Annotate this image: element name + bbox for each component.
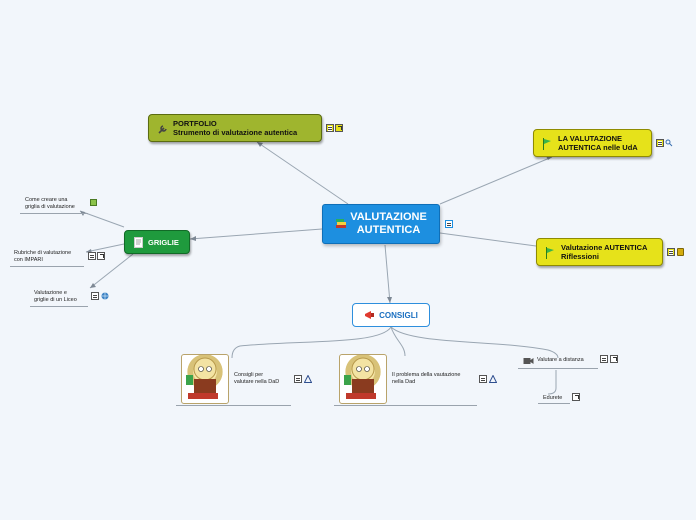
portfolio-topic[interactable]: PORTFOLIO Strumento di valutazione auten… <box>148 114 322 142</box>
notes-icon[interactable] <box>91 292 99 300</box>
edurete-label: Edurete <box>543 395 563 401</box>
leaf-underline <box>334 405 477 406</box>
leaf-line2: nella Dad <box>392 379 416 385</box>
reader-illustration <box>186 357 218 399</box>
leaf-underline <box>20 213 88 214</box>
megaphone-icon <box>365 311 375 319</box>
riflessioni-line2: Riflessioni <box>561 252 599 261</box>
flag-icon <box>543 138 551 150</box>
attachment-icon[interactable] <box>677 248 684 256</box>
leaf-line1: Come creare una <box>25 197 68 203</box>
edurete-leaf[interactable]: Edurete <box>543 395 573 402</box>
riflessioni-line1: Valutazione AUTENTICA <box>561 243 648 252</box>
books-icon <box>336 219 347 228</box>
consigli-label: CONSIGLI <box>379 310 418 320</box>
leaf-underline <box>10 266 84 267</box>
notes-icon[interactable] <box>445 220 453 228</box>
link-icon[interactable] <box>335 124 343 132</box>
griglie-child-2[interactable]: Rubriche di valutazione con IMPARI <box>14 250 84 264</box>
notes-icon[interactable] <box>294 375 302 383</box>
globe-icon[interactable] <box>101 292 109 300</box>
uda-topic[interactable]: LA VALUTAZIONE AUTENTICA nelle UdA <box>533 129 652 157</box>
search-link-icon[interactable] <box>665 139 673 147</box>
link-icon[interactable] <box>97 252 105 260</box>
uda-line2: AUTENTICA nelle UdA <box>558 143 638 152</box>
notes-icon[interactable] <box>326 124 334 132</box>
document-icon <box>134 237 143 248</box>
triangle-link-icon[interactable] <box>489 375 497 383</box>
leaf-underline <box>518 368 598 369</box>
riflessioni-topic[interactable]: Valutazione AUTENTICA Riflessioni <box>536 238 663 266</box>
griglie-topic[interactable]: GRIGLIE <box>124 230 190 254</box>
consigli-child-3[interactable]: Valutare a distanza <box>537 357 601 364</box>
notes-icon[interactable] <box>479 375 487 383</box>
griglie-child-1[interactable]: Come creare una griglia di valutazione <box>25 197 91 211</box>
link-icon[interactable] <box>610 355 618 363</box>
reader-illustration <box>344 357 376 399</box>
consigli-child-1[interactable]: Consigli per valutare nella DaD <box>234 372 294 386</box>
portfolio-line1: PORTFOLIO <box>173 119 217 128</box>
leaf-underline <box>538 403 570 404</box>
griglie-child-3[interactable]: Valutazione e griglie di un Liceo <box>34 290 90 304</box>
notes-icon[interactable] <box>88 252 96 260</box>
leaf-line2: griglia di valutazione <box>25 204 75 210</box>
triangle-link-icon[interactable] <box>304 375 312 383</box>
leaf-line2: griglie di un Liceo <box>34 297 77 303</box>
central-topic[interactable]: VALUTAZIONE AUTENTICA <box>322 204 440 244</box>
flag-icon <box>546 247 554 259</box>
consigli-child-2[interactable]: Il problema della vautazione nella Dad <box>392 372 478 386</box>
link-icon[interactable] <box>572 393 580 401</box>
central-title-line1: VALUTAZIONE <box>350 211 427 223</box>
reader-avatar-image <box>339 354 387 404</box>
central-title-line2: AUTENTICA <box>356 224 421 236</box>
notes-icon[interactable] <box>600 355 608 363</box>
reader-avatar-image <box>181 354 229 404</box>
leaf-line2: valutare nella DaD <box>234 379 280 385</box>
leaf-line2: con IMPARI <box>14 257 43 263</box>
leaf-underline <box>30 306 88 307</box>
leaf-line1: Il problema della vautazione <box>392 372 461 378</box>
notes-icon[interactable] <box>667 248 675 256</box>
leaf-line1: Valutare a distanza <box>537 357 584 363</box>
wrench-icon <box>158 125 167 134</box>
camera-icon <box>523 358 534 364</box>
notes-icon[interactable] <box>656 139 664 147</box>
leaf-line1: Rubriche di valutazione <box>14 250 72 256</box>
leaf-line1: Valutazione e <box>34 290 67 296</box>
griglie-label: GRIGLIE <box>148 237 179 247</box>
leaf-underline <box>176 405 291 406</box>
portfolio-line2: Strumento di valutazione autentica <box>173 128 298 137</box>
uda-line1: LA VALUTAZIONE <box>558 134 623 143</box>
image-icon[interactable] <box>90 199 97 206</box>
consigli-topic[interactable]: CONSIGLI <box>352 303 430 327</box>
leaf-line1: Consigli per <box>234 372 264 378</box>
